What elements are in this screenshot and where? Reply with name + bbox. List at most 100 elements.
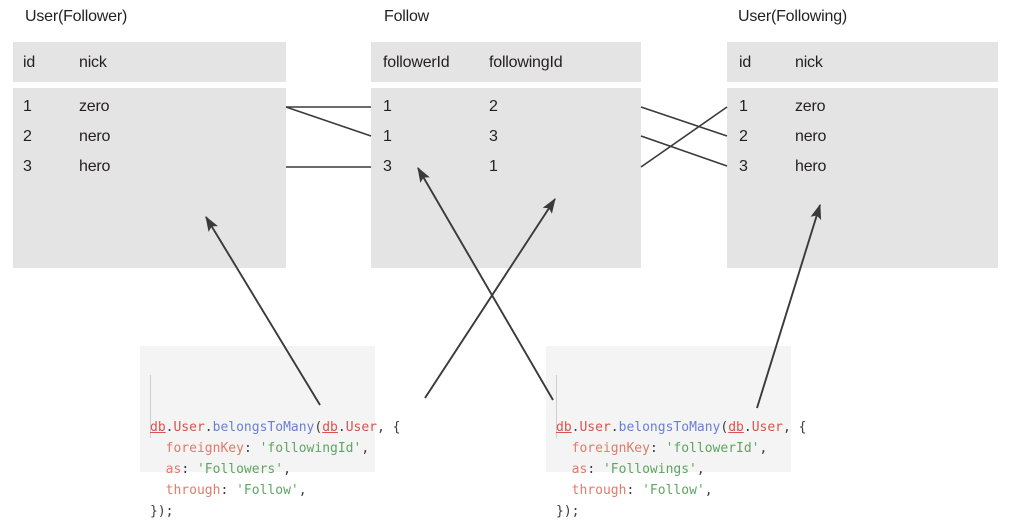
code-token bbox=[556, 483, 572, 498]
code-token: : bbox=[649, 441, 666, 456]
code-token: 'Followings' bbox=[602, 462, 697, 477]
column-header-followerid: followerId bbox=[383, 54, 450, 71]
code-token: User bbox=[751, 420, 783, 435]
code-token: }); bbox=[556, 504, 580, 519]
code-line: foreignKey: 'followingId', bbox=[150, 438, 370, 459]
code-line: through: 'Follow', bbox=[556, 480, 781, 501]
code-token: 'Follow' bbox=[642, 483, 705, 498]
code-token: : bbox=[181, 462, 197, 477]
table-body-user-following: 1 zero 2 nero 3 hero bbox=[727, 88, 998, 268]
code-token: , { bbox=[783, 420, 807, 435]
code-token: , bbox=[298, 483, 307, 498]
code-line: }); bbox=[150, 501, 365, 522]
code-token: through bbox=[165, 483, 221, 498]
code-token: ( bbox=[720, 420, 729, 435]
table-row: hero bbox=[795, 158, 827, 175]
code-line: foreignKey: 'followerId', bbox=[556, 438, 781, 459]
column-header-nick: nick bbox=[795, 54, 823, 71]
table-body-user-follower: 1 zero 2 nero 3 hero bbox=[13, 88, 286, 268]
table-title-user-following: User(Following) bbox=[738, 8, 848, 25]
code-line: db.User.belongsToMany(db.User, { bbox=[556, 417, 806, 438]
table-row: 1 bbox=[23, 98, 32, 115]
table-row: nero bbox=[795, 128, 827, 145]
table-row: 2 bbox=[489, 98, 498, 115]
table-row: zero bbox=[79, 98, 110, 115]
table-body-follow: 1 2 1 3 3 1 bbox=[371, 88, 641, 268]
follow-1-to-following-2 bbox=[640, 106, 728, 137]
code-token: db bbox=[322, 420, 338, 435]
code-token bbox=[150, 462, 166, 477]
code-token: 'Followers' bbox=[196, 462, 284, 477]
table-row: zero bbox=[795, 98, 826, 115]
code-token: as bbox=[571, 462, 588, 477]
indent-guide bbox=[556, 375, 557, 438]
code-token: db bbox=[728, 420, 744, 435]
code-token: User bbox=[173, 420, 205, 435]
code-token: : bbox=[587, 462, 603, 477]
relationship-diagram: User(Follower) id nick 1 zero 2 nero 3 h… bbox=[13, 8, 998, 519]
column-header-nick: nick bbox=[79, 54, 107, 71]
code-token bbox=[150, 441, 166, 456]
code-token: . bbox=[743, 420, 752, 435]
follower-1-to-follow-2 bbox=[285, 106, 372, 137]
left-connector-group bbox=[285, 106, 372, 168]
code-token: 'Follow' bbox=[236, 483, 299, 498]
table-title-user-follower: User(Follower) bbox=[25, 8, 128, 25]
code-token: foreignKey bbox=[165, 441, 244, 456]
table-header-user-follower: id nick bbox=[13, 42, 286, 82]
code-token: foreignKey bbox=[571, 441, 650, 456]
column-header-id: id bbox=[739, 54, 752, 71]
code-token bbox=[556, 441, 572, 456]
code-token: . bbox=[204, 420, 213, 435]
table-row: 3 bbox=[383, 158, 392, 175]
code-line: as: 'Followings', bbox=[556, 459, 781, 480]
code-token: : bbox=[243, 441, 260, 456]
code-line: as: 'Followers', bbox=[150, 459, 365, 480]
table-title-follow: Follow bbox=[384, 8, 430, 25]
table-row: nero bbox=[79, 128, 111, 145]
code-token bbox=[556, 462, 572, 477]
table-row: 3 bbox=[489, 128, 498, 145]
table-header-user-following: id nick bbox=[727, 42, 998, 82]
code-token: , bbox=[759, 441, 768, 456]
code-token: User bbox=[579, 420, 611, 435]
code-token: : bbox=[220, 483, 237, 498]
code-token: . bbox=[610, 420, 619, 435]
table-header-follow: followerId followingId bbox=[371, 42, 641, 82]
column-header-followingid: followingId bbox=[489, 54, 563, 71]
code-token: belongsToMany bbox=[212, 420, 315, 435]
code-token: belongsToMany bbox=[618, 420, 721, 435]
code-block-followings-association: db.User.belongsToMany(db.User, { foreign… bbox=[546, 346, 806, 519]
code-token: through bbox=[571, 483, 627, 498]
code-token: , bbox=[704, 483, 713, 498]
right-connector-group bbox=[640, 106, 728, 168]
code-token bbox=[150, 483, 166, 498]
code-token: ( bbox=[314, 420, 323, 435]
code-token: . bbox=[337, 420, 346, 435]
follow-2-to-following-3 bbox=[640, 135, 728, 167]
code-token: as bbox=[165, 462, 182, 477]
code-token: . bbox=[571, 420, 580, 435]
table-row: 1 bbox=[383, 128, 392, 145]
follow-3-to-following-1 bbox=[640, 106, 728, 168]
code-line: through: 'Follow', bbox=[150, 480, 365, 501]
column-header-id: id bbox=[23, 54, 36, 71]
table-row: 1 bbox=[383, 98, 392, 115]
table-row: 1 bbox=[739, 98, 748, 115]
table-row: 1 bbox=[489, 158, 498, 175]
code-token: : bbox=[626, 483, 643, 498]
indent-guide bbox=[150, 375, 151, 438]
code-token: 'followingId' bbox=[259, 441, 362, 456]
code-token: , bbox=[283, 462, 291, 477]
code-token: 'followerId' bbox=[665, 441, 760, 456]
code-token: db bbox=[150, 420, 166, 435]
table-row: hero bbox=[79, 158, 111, 175]
code-line: db.User.belongsToMany(db.User, { bbox=[150, 417, 400, 438]
code-token: }); bbox=[150, 504, 174, 519]
table-row: 3 bbox=[23, 158, 32, 175]
table-row: 2 bbox=[23, 128, 32, 145]
code-token: , bbox=[696, 462, 705, 477]
table-row: 2 bbox=[739, 128, 748, 145]
code-block-followers-association: db.User.belongsToMany(db.User, { foreign… bbox=[140, 346, 400, 519]
code-token: , bbox=[361, 441, 370, 456]
